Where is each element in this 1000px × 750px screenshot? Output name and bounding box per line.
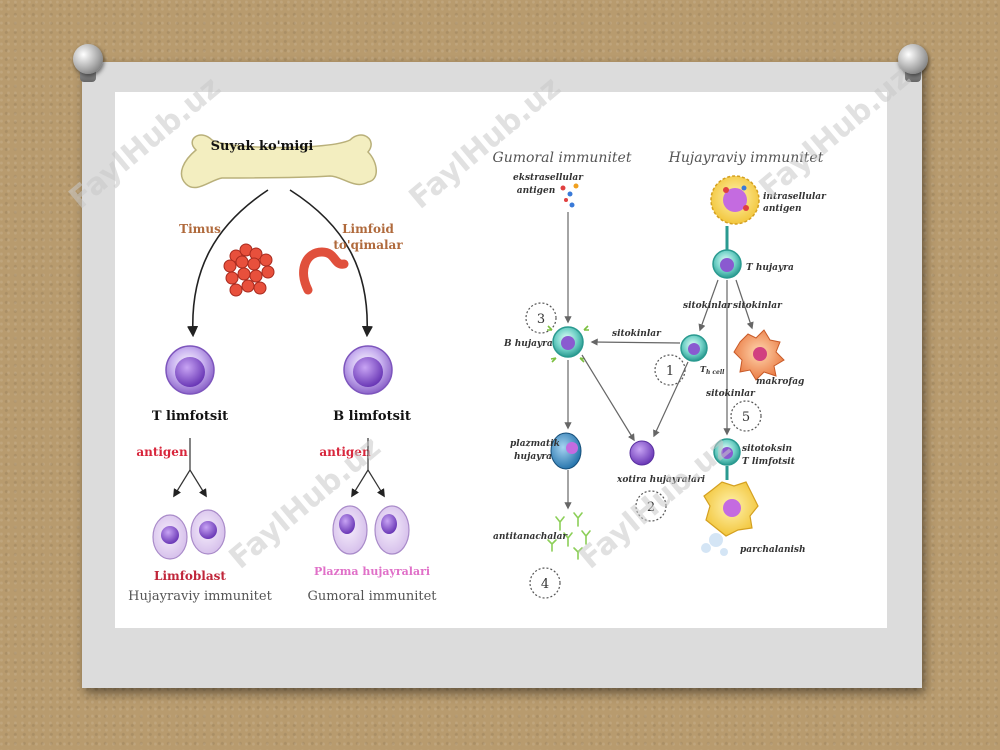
pushpin-icon — [73, 44, 103, 74]
fork-left — [173, 438, 207, 498]
t-lymphocyte-label: T limfotsit — [152, 409, 228, 424]
extracellular-antigen-icon — [560, 183, 579, 208]
macrophage-label: makrofag — [756, 377, 804, 387]
cellular-immunity-label: Hujayraviy immunitet — [128, 589, 272, 604]
svg-text:5: 5 — [742, 410, 750, 425]
fork-right — [351, 438, 385, 498]
intracellular-antigen-cell-icon — [710, 175, 760, 225]
t-lymphocyte-icon — [165, 345, 215, 395]
lysis-label: parchalanish — [740, 545, 806, 555]
svg-text:FaylHub.uz: FaylHub.uz — [753, 60, 918, 206]
step-badge-4: 4 — [529, 567, 561, 599]
macrophage-icon — [733, 329, 785, 381]
watermark-layer: FaylHub.uz FaylHub.uz FaylHub.uz FaylHub… — [63, 60, 918, 576]
antigen-left-label: antigen — [136, 445, 188, 459]
humoral-immunity-label: Gumoral immunitet — [307, 589, 437, 604]
svg-text:FaylHub.uz: FaylHub.uz — [223, 430, 388, 576]
step-badge-1: 1 — [654, 354, 686, 386]
humoral-immunity-title: Gumoral immunitet — [493, 150, 632, 166]
cytotoxic-label-1: sitotoksin — [742, 444, 792, 454]
svg-text:2: 2 — [647, 500, 655, 515]
arrow-bone-to-t — [186, 189, 269, 338]
svg-text:4: 4 — [541, 577, 549, 592]
plasma-cells-label: Plazma hujayralari — [314, 565, 430, 578]
step-badge-5: 5 — [730, 400, 762, 432]
arrow-t-to-th — [698, 279, 719, 332]
extracellular-label-1: ekstrasellular — [513, 173, 584, 183]
arrow-bone-to-b — [289, 189, 374, 338]
svg-text:3: 3 — [537, 312, 545, 327]
lysed-cell-icon — [701, 481, 759, 556]
cytokines-label-1: sitokinlar — [683, 301, 733, 311]
extracellular-label-2: antigen — [517, 186, 556, 196]
b-cell-label: B hujayra — [503, 339, 553, 349]
cytokines-label-2: sitokinlar — [733, 301, 783, 311]
antibodies-icon — [547, 512, 591, 560]
thymus-label: Timus — [179, 222, 221, 236]
cytotoxic-label-2: T limfotsit — [742, 457, 796, 467]
helper-t-label: Th cell — [700, 364, 725, 376]
plasma-cell-icon — [332, 505, 410, 555]
memory-cell-icon — [629, 440, 655, 466]
pushpin-icon — [898, 44, 928, 74]
lymphoblast-label: Limfoblast — [154, 569, 226, 583]
arrow-th-to-b — [590, 338, 681, 346]
b-cell-icon — [547, 325, 589, 363]
intracellular-label-2: antigen — [763, 204, 802, 214]
thymus-icon — [223, 243, 275, 297]
step-badge-2: 2 — [635, 490, 667, 522]
cytokines-label-4: sitokinlar — [706, 389, 756, 399]
cellular-immunity-title: Hujayraviy immunitet — [668, 150, 824, 166]
b-lymphocyte-icon — [343, 345, 393, 395]
cytokines-label-3: sitokinlar — [612, 329, 662, 339]
arrow-b-to-memory — [581, 354, 635, 442]
b-lymphocyte-label: B limfotsit — [333, 409, 411, 424]
bone-marrow-label: Suyak ko'migi — [211, 139, 314, 154]
antibodies-label: antitanachalar — [493, 532, 568, 542]
lymphoblast-icon — [152, 509, 226, 560]
intracellular-label-1: intrasellular — [763, 192, 827, 202]
lymphoid-tissue-icon — [299, 247, 349, 295]
memory-cells-label: xotira hujayralari — [616, 475, 706, 485]
plasma-label-1: plazmatik — [510, 439, 560, 449]
plasma-label-2: hujayra — [514, 452, 552, 462]
arrow-t-to-macrophage — [735, 279, 754, 330]
antigen-right-label: antigen — [319, 445, 371, 459]
lymphoid-tissue-label-1: Limfoid — [342, 222, 394, 236]
lymphoid-tissue-label-2: to'qimalar — [333, 238, 403, 252]
t-cell-label: T hujayra — [746, 263, 794, 273]
t-cell-icon — [712, 249, 742, 279]
svg-text:1: 1 — [666, 364, 674, 379]
cytotoxic-t-cell-icon — [713, 438, 741, 466]
arrow-th-to-memory — [653, 361, 689, 438]
plasma-cell-blue-icon — [550, 432, 582, 470]
helper-t-cell-icon — [680, 334, 708, 362]
bone-marrow-icon — [180, 134, 377, 189]
